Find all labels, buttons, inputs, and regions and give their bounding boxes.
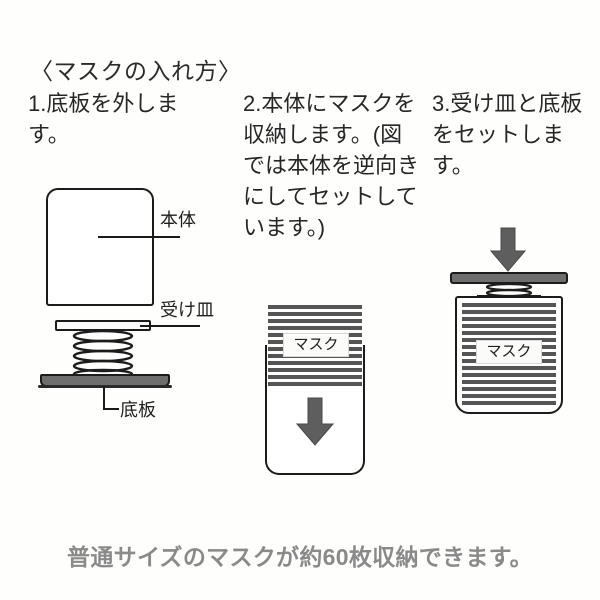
label-body: 本体 — [160, 210, 196, 230]
step-1-body-illustration — [46, 188, 154, 306]
summary-caption: 普通サイズのマスクが約60枚収納できます。 — [67, 544, 533, 570]
tray-leader-line — [140, 325, 200, 327]
step-3-mask-label: マスク — [476, 340, 542, 364]
label-base-plate: 底板 — [120, 400, 156, 420]
step-1-text: 1.底板を外します。 — [28, 91, 179, 147]
step-3-text: 3.受け皿と底板をセットします。 — [432, 91, 583, 178]
step-2-down-arrow-icon — [295, 397, 335, 446]
base-plate-leader-horizontal — [103, 408, 119, 410]
body-leader-line — [98, 236, 180, 238]
step-2-text: 2.本体にマスクを収納します。(図では本体を逆向きにしてセットしています。) — [243, 91, 420, 240]
step-3-down-arrow-icon — [489, 227, 527, 272]
base-plate-leader-vertical — [103, 386, 105, 410]
step-2-mask-label: マスク — [283, 333, 349, 357]
page-title: 〈マスクの入れ方〉 — [30, 58, 242, 84]
step-1-base-plate-shadow — [38, 385, 172, 388]
label-tray: 受け皿 — [160, 300, 214, 320]
step-1-spring-illustration — [68, 329, 138, 380]
